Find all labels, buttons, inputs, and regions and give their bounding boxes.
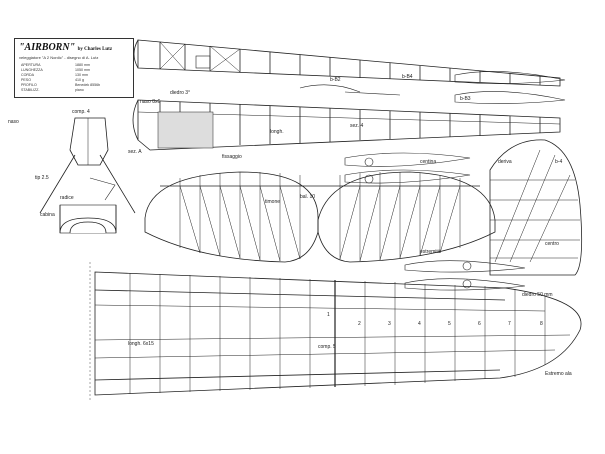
label-stab: timone (265, 199, 281, 205)
label-tip-right: diedro 50 mm (522, 292, 553, 298)
label-longeron: longh. (270, 129, 284, 135)
spec-key: CORDA (21, 73, 34, 77)
label-rib-b3: b-B3 (460, 96, 471, 102)
plan-subtitle: veleggiatore "A 2 Nordic" - disegno di A… (19, 55, 99, 60)
label-spar-right: b-4 (555, 159, 563, 165)
spec-key: PROFILO (21, 83, 37, 87)
spec-value: 1050 mm (75, 68, 90, 72)
title-block: "AIRBORN" by Charles Lutz veleggiatore "… (14, 38, 134, 98)
label-center: centro (545, 241, 559, 247)
label-rib-b4: b-B4 (402, 74, 413, 80)
rib-number: 3 (388, 321, 391, 327)
spec-value: 130 mm (75, 73, 88, 77)
spec-key: STABILIZZ. (21, 88, 40, 92)
fuselage-side-view (132, 84, 561, 151)
label-wing-tip-end: Estremo ala (545, 371, 572, 377)
label-spar-main: longh. 6x15 (128, 341, 154, 347)
label-section-4: sez. 4 (350, 123, 364, 129)
cabane-former (39, 117, 136, 234)
spec-key: LUNGHEZZA (21, 68, 43, 72)
spec-value: piano (75, 88, 84, 92)
label-root: radice (60, 195, 74, 201)
label-dihedral-top: diedro 3° (170, 90, 191, 96)
spec-key: PESO (21, 78, 31, 82)
fin (489, 139, 583, 276)
rib-number: 6 (478, 321, 481, 327)
rib-number: 7 (508, 321, 511, 327)
spec-row: APERTURA 1880 mm (21, 63, 90, 67)
title-name: "AIRBORN" (19, 42, 76, 53)
label-cabane: cabina (40, 212, 55, 218)
spec-key: APERTURA (21, 63, 41, 67)
label-wing-b: comp. 5 (318, 344, 336, 350)
spec-row: CORDA 130 mm (21, 73, 88, 77)
stabilizer (144, 171, 496, 263)
label-nose: naso (8, 119, 19, 125)
rib-number: 8 (540, 321, 543, 327)
label-nose-rib: naso 8x6 (140, 99, 161, 105)
fuselage-top-view (133, 39, 561, 87)
plan-title: "AIRBORN" by Charles Lutz (19, 42, 112, 53)
wing-plan-view (89, 262, 582, 400)
spec-value: Benedek 8556b (75, 83, 101, 87)
spec-value: 1880 mm (75, 63, 90, 67)
rib-number: 1 (327, 312, 330, 318)
spec-value: 410 g (75, 78, 84, 82)
title-author: by Charles Lutz (77, 47, 113, 52)
spec-row: LUNGHEZZA 1050 mm (21, 68, 90, 72)
label-wing-rib: centina (420, 159, 437, 165)
spec-row: PESO 410 g (21, 78, 84, 82)
rib-number: 2 (358, 321, 361, 327)
label-tip: tip 2.5 (35, 175, 49, 181)
label-bal: bal. 10 (300, 194, 316, 200)
label-section-a: sez. A (128, 149, 142, 155)
wing-ribs (344, 71, 566, 291)
spec-row: PROFILO Benedek 8556b (21, 83, 100, 87)
rib-number: 4 (418, 321, 421, 327)
label-comp: comp. 4 (72, 109, 90, 115)
label-fixing: fissaggio (222, 154, 242, 160)
label-fin: deriva (498, 159, 512, 165)
rib-number: 5 (448, 321, 451, 327)
label-rib-b2: b-B2 (330, 77, 341, 83)
spec-row: STABILIZZ. piano (21, 88, 84, 92)
label-wing-tip: estremità (420, 249, 441, 255)
